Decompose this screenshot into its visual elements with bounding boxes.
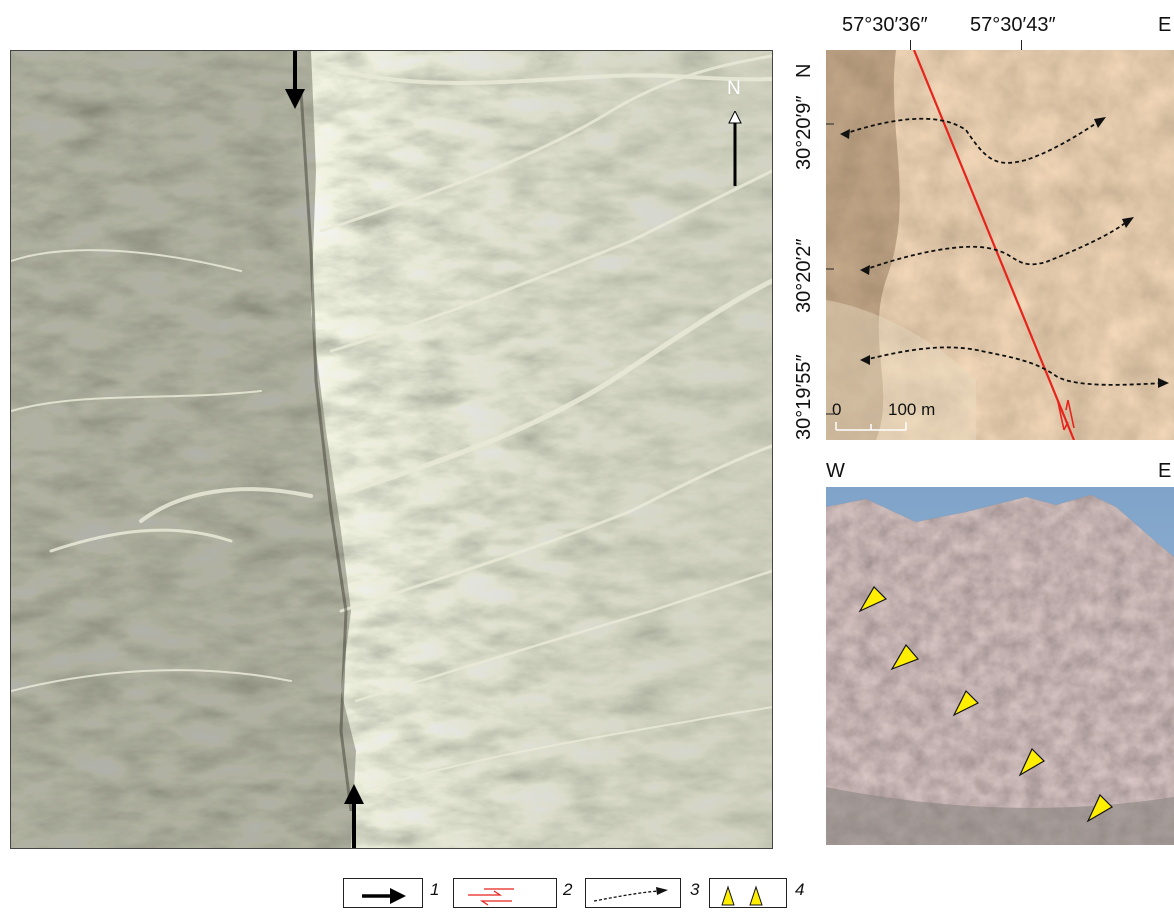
satellite-image-panel: N — [10, 50, 773, 849]
legend-num-3: 3 — [690, 880, 700, 899]
fault-arrow-icon — [285, 51, 305, 109]
legend-num-4: 4 — [795, 880, 805, 899]
legend-box-3 — [585, 878, 681, 908]
dashed-arrow-icon — [593, 887, 668, 902]
latitude-label: 30°20′2″ — [793, 238, 815, 313]
dextral-fault-icon — [468, 888, 514, 906]
longitude-label: 57°30′43″ — [970, 14, 1056, 36]
north-label: N — [727, 78, 741, 99]
legend-num-2: 2 — [563, 880, 573, 899]
yellow-triangle-markers — [858, 586, 1113, 823]
black-arrow-icon — [362, 888, 406, 904]
north-label: N — [793, 63, 815, 78]
field-photo-panel — [826, 487, 1174, 845]
fault-line — [912, 50, 1076, 440]
satellite-terrain — [11, 51, 772, 848]
latitude-label: 30°19′55″ — [793, 354, 815, 440]
yellow-triangle-icon — [721, 885, 763, 906]
fault-arrow-icon — [344, 784, 364, 848]
scale-zero: 0 — [832, 400, 842, 419]
east-label: E — [1158, 460, 1172, 482]
legend-num-1: 1 — [430, 880, 440, 899]
map-terrain — [826, 50, 1174, 440]
latitude-label: 30°20′9″ — [793, 95, 815, 170]
scale-label: 100 m — [888, 400, 936, 419]
outcrop-photo — [826, 487, 1174, 845]
north-arrow-icon — [728, 111, 742, 186]
satellite-map-panel: 0 100 m — [826, 50, 1174, 440]
legend-box-4 — [709, 878, 787, 908]
west-label: W — [826, 460, 845, 482]
east-label: E — [1158, 14, 1172, 36]
legend-box-1 — [343, 878, 423, 908]
longitude-label: 57°30′36″ — [842, 14, 928, 36]
tick-mark — [1021, 40, 1022, 50]
legend-box-2 — [453, 878, 557, 908]
tick-mark — [910, 40, 911, 50]
